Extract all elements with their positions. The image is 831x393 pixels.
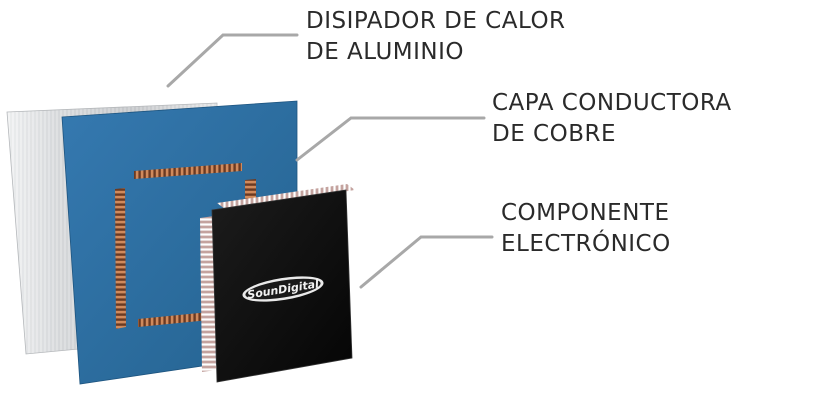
- electronic-component-chip: SounDigital: [200, 184, 355, 383]
- label-copper-layer-line2: DE COBRE: [492, 121, 617, 147]
- label-copper-layer: CAPA CONDUCTORA DE COBRE: [492, 88, 732, 150]
- label-electronic-component: COMPONENTE ELECTRÓNICO: [501, 198, 671, 260]
- leader-line-aluminum: [166, 33, 299, 88]
- leader-line-component: [359, 235, 494, 289]
- label-aluminum-heatsink-line2: DE ALUMINIO: [306, 39, 465, 65]
- leader-line-copper: [295, 116, 486, 162]
- copper-strip-left: [115, 188, 126, 329]
- label-aluminum-heatsink-line1: DISIPADOR DE CALOR: [306, 8, 566, 34]
- chip-pins-left: [200, 216, 216, 372]
- label-electronic-component-line1: COMPONENTE: [501, 200, 670, 226]
- leader-lines: [166, 33, 494, 289]
- label-aluminum-heatsink: DISIPADOR DE CALOR DE ALUMINIO: [306, 6, 566, 68]
- label-electronic-component-line2: ELECTRÓNICO: [501, 231, 671, 257]
- copper-strip-top: [134, 163, 242, 179]
- label-copper-layer-line1: CAPA CONDUCTORA: [492, 90, 732, 116]
- chip-pins-top: [217, 184, 355, 209]
